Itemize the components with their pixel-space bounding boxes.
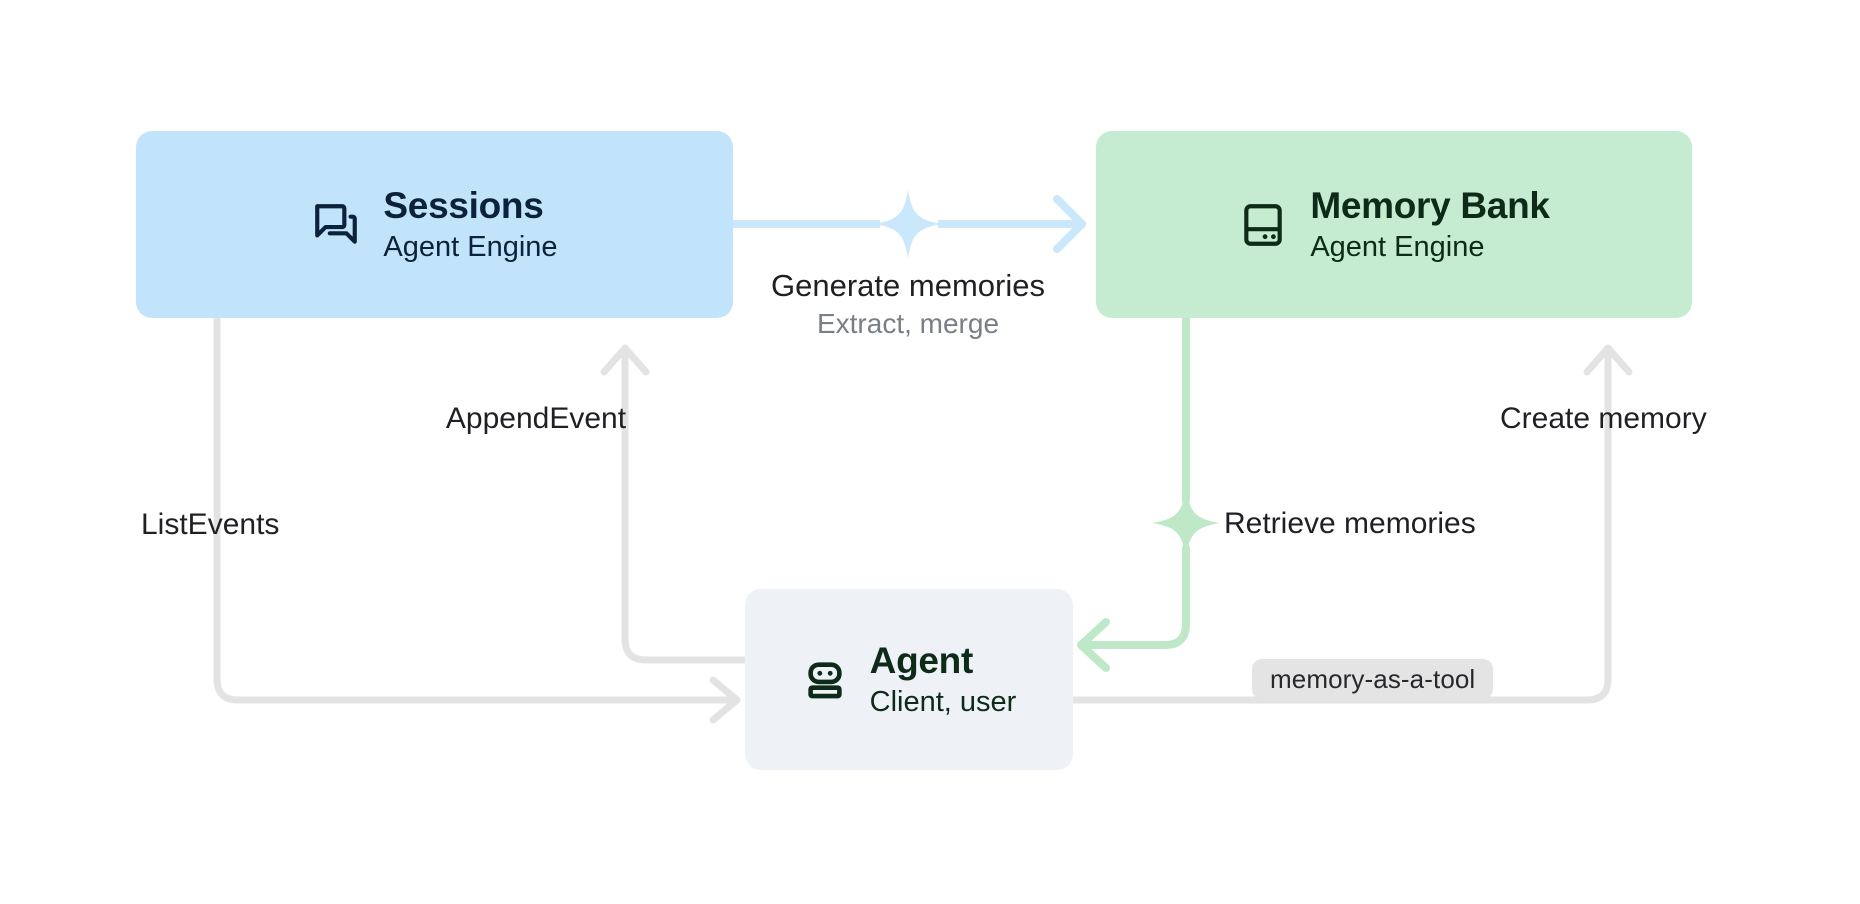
forum-chat-icon bbox=[315, 203, 358, 244]
robot-icon bbox=[807, 661, 842, 698]
edge-sublabel-extract-merge: Extract, merge bbox=[816, 308, 1000, 339]
node-memory-bank-subtitle: Agent Engine bbox=[1310, 231, 1485, 263]
edge-list-events-path bbox=[213, 314, 737, 704]
node-agent[interactable]: Agent Client, user bbox=[745, 589, 1073, 770]
sparkle-icon-generate bbox=[874, 190, 942, 258]
edge-label-list-events: ListEvents bbox=[141, 508, 280, 541]
node-sessions-subtitle: Agent Engine bbox=[383, 231, 558, 263]
node-memory-bank[interactable]: Memory Bank Agent Engine bbox=[1096, 131, 1692, 318]
edge-append-event-arrowhead bbox=[600, 344, 650, 376]
edge-append-event-path bbox=[621, 348, 749, 664]
edge-label-create-memory: Create memory bbox=[1500, 402, 1707, 435]
node-agent-title: Agent bbox=[869, 640, 974, 681]
sparkle-icon-retrieve bbox=[1152, 489, 1220, 557]
edge-label-retrieve-memories: Retrieve memories bbox=[1224, 507, 1476, 540]
edge-create-memory-arrowhead bbox=[1583, 344, 1633, 376]
node-agent-subtitle: Client, user bbox=[869, 686, 1017, 718]
edge-list-events-arrowhead bbox=[709, 676, 741, 724]
node-sessions-title: Sessions bbox=[383, 185, 544, 226]
edge-generate-memories-arrowhead bbox=[1053, 195, 1086, 253]
node-memory-bank-title: Memory Bank bbox=[1310, 185, 1550, 226]
edge-retrieve-memories-path-bottom bbox=[1081, 544, 1190, 649]
badge-memory-as-a-tool: memory-as-a-tool bbox=[1252, 659, 1494, 699]
edge-retrieve-memories-arrowhead bbox=[1077, 618, 1110, 672]
edge-create-memory-path bbox=[1069, 348, 1612, 704]
node-sessions[interactable]: Sessions Agent Engine bbox=[136, 131, 733, 318]
edge-label-append-event: AppendEvent bbox=[445, 402, 627, 435]
edge-label-generate-memories: Generate memories bbox=[771, 268, 1045, 303]
database-storage-icon bbox=[1244, 203, 1283, 246]
